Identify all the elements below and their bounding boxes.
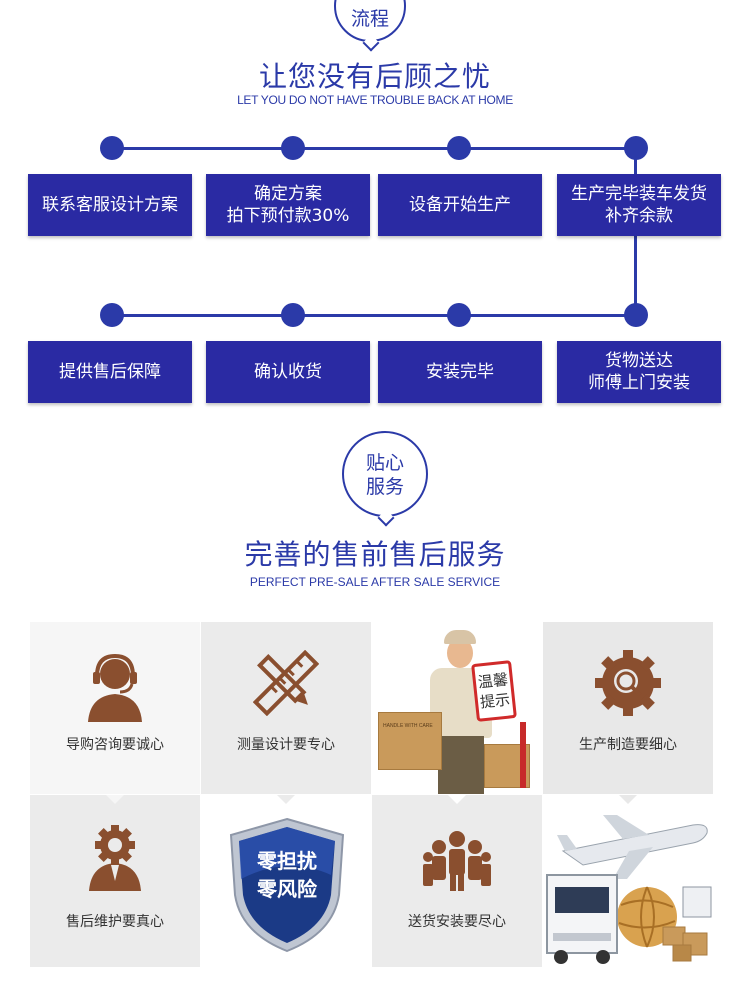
cell-notch bbox=[277, 795, 295, 804]
service-title: 完善的售前售后服务 bbox=[244, 538, 506, 571]
gear-person-icon bbox=[89, 825, 141, 891]
service-cell-maintenance: 售后维护要真心 bbox=[30, 795, 200, 967]
cardboard-box: HANDLE WITH CARE bbox=[378, 712, 442, 770]
step-label: 设备开始生产 bbox=[409, 195, 511, 215]
step-label-secondary: 师傅上门安装 bbox=[588, 373, 690, 393]
step-label: 生产完毕装车发货 bbox=[571, 184, 707, 204]
gear-search-icon bbox=[595, 650, 661, 716]
service-badge-line2: 服务 bbox=[365, 476, 404, 498]
logistics-illustration bbox=[546, 815, 712, 964]
service-badge: 贴心 服务 bbox=[342, 431, 428, 517]
timeline-line-top bbox=[112, 147, 636, 150]
cell-label: 生产制造要细心 bbox=[579, 737, 677, 753]
timeline-dot bbox=[624, 136, 648, 160]
service-cell-manufacture: 生产制造要细心 bbox=[543, 622, 713, 794]
step-confirm-receipt: 确认收货 bbox=[206, 341, 370, 403]
timeline-dot bbox=[447, 303, 471, 327]
delivery-man-photo: HANDLE WITH CARE 温馨 提示 bbox=[372, 622, 542, 794]
logistics-photo bbox=[543, 795, 713, 967]
service-cell-shield: 零担扰 零风险 bbox=[201, 795, 371, 967]
cell-label: 送货安装要尽心 bbox=[408, 914, 506, 930]
cell-label: 导购咨询要诚心 bbox=[66, 737, 164, 753]
service-badge-line1: 贴心 bbox=[365, 452, 404, 474]
hand-truck bbox=[520, 722, 526, 788]
step-label: 确认收货 bbox=[254, 362, 322, 382]
timeline-line-bottom bbox=[112, 314, 636, 317]
service-cell-delivery: 送货安装要尽心 bbox=[372, 795, 542, 967]
cell-notch bbox=[448, 795, 466, 804]
man-legs bbox=[438, 736, 484, 794]
box-label: HANDLE WITH CARE bbox=[383, 723, 433, 729]
step-contact-service: 联系客服设计方案 bbox=[28, 174, 192, 236]
cell-label: 售后维护要真心 bbox=[66, 914, 164, 930]
step-installed: 安装完毕 bbox=[378, 341, 542, 403]
ruler-pencil-icon bbox=[253, 650, 319, 716]
step-delivered: 货物送达 师傅上门安装 bbox=[557, 341, 721, 403]
step-label: 联系客服设计方案 bbox=[42, 195, 178, 215]
step-label: 确定方案 bbox=[253, 184, 322, 204]
reminder-line2: 提示 bbox=[479, 690, 511, 712]
man-cap bbox=[444, 630, 476, 644]
step-confirm-plan: 确定方案 拍下预付款30% bbox=[206, 174, 370, 236]
step-start-production: 设备开始生产 bbox=[378, 174, 542, 236]
timeline-dot bbox=[281, 303, 305, 327]
headset-agent-icon bbox=[88, 653, 142, 722]
timeline-dot bbox=[447, 136, 471, 160]
timeline-dot bbox=[624, 303, 648, 327]
service-subtitle: PERFECT PRE-SALE AFTER SALE SERVICE bbox=[249, 575, 501, 589]
service-cell-consult: 导购咨询要诚心 bbox=[30, 622, 200, 794]
shield-line1: 零担扰 bbox=[257, 849, 317, 873]
process-badge-text: 流程 bbox=[350, 8, 389, 30]
step-label-secondary: 补齐余款 bbox=[605, 206, 673, 226]
step-label-secondary: 拍下预付款30% bbox=[226, 206, 350, 226]
team-icon bbox=[423, 831, 491, 891]
step-label: 安装完毕 bbox=[426, 362, 494, 382]
shield-text: 零担扰 零风险 bbox=[223, 847, 351, 903]
cell-label: 测量设计要专心 bbox=[237, 737, 335, 753]
step-label: 提供售后保障 bbox=[59, 362, 161, 382]
process-title: 让您没有后顾之忧 bbox=[258, 60, 491, 93]
timeline-dot bbox=[100, 136, 124, 160]
timeline-dot bbox=[100, 303, 124, 327]
process-subtitle: LET YOU DO NOT HAVE TROUBLE BACK AT HOME bbox=[237, 93, 513, 107]
step-after-sales: 提供售后保障 bbox=[28, 341, 192, 403]
cell-notch bbox=[619, 795, 637, 804]
cell-notch bbox=[106, 795, 124, 804]
reminder-sign: 温馨 提示 bbox=[471, 660, 517, 722]
step-ship-goods: 生产完毕装车发货 补齐余款 bbox=[557, 174, 721, 236]
service-grid: 导购咨询要诚心 测量设计要专心 HANDLE WITH bbox=[30, 622, 718, 972]
timeline-dot bbox=[281, 136, 305, 160]
shield-line2: 零风险 bbox=[257, 877, 317, 901]
step-label: 货物送达 bbox=[605, 351, 673, 371]
shield-icon bbox=[229, 817, 345, 953]
service-cell-measure: 测量设计要专心 bbox=[201, 622, 371, 794]
